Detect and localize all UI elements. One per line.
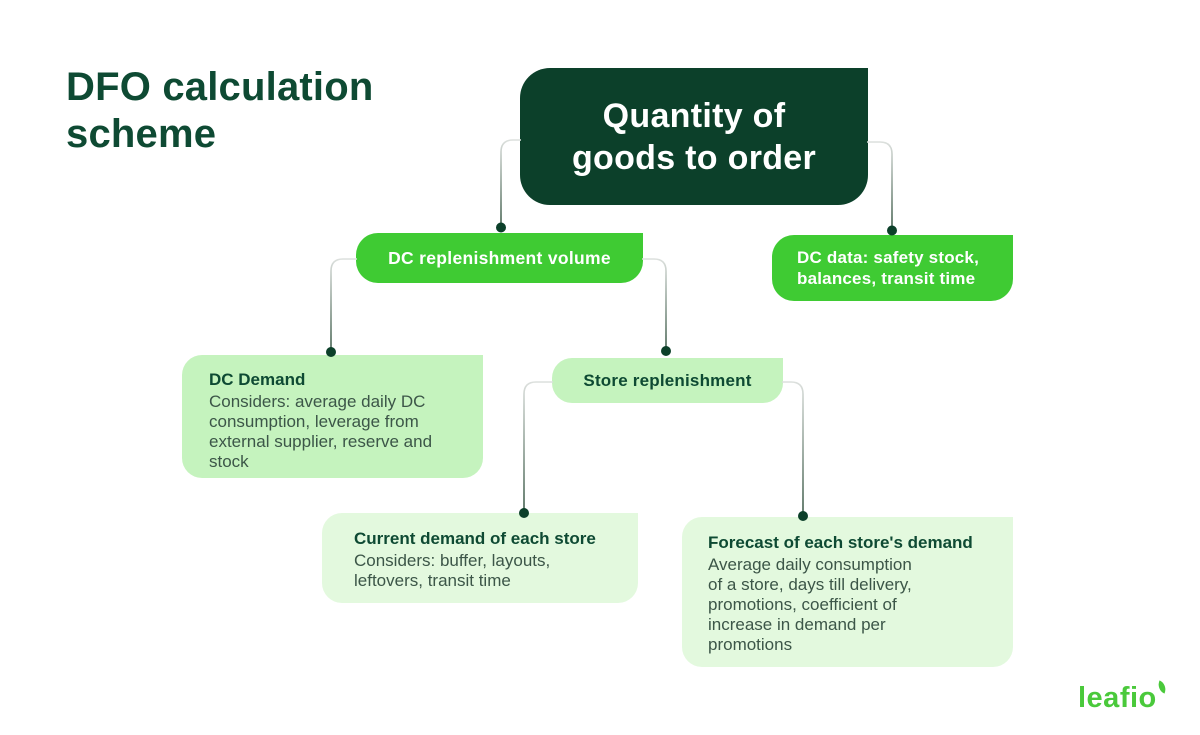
connector-root-to-dc-volume bbox=[500, 139, 521, 223]
node-dc-data: DC data: safety stock, balances, transit… bbox=[772, 235, 1013, 301]
connector-dot-dc-volume bbox=[496, 222, 506, 233]
leaf-icon bbox=[1155, 680, 1169, 694]
leafio-logo: leafio bbox=[1078, 680, 1169, 715]
node-store-replenishment: Store replenishment bbox=[552, 358, 783, 403]
connector-store-to-forecast bbox=[782, 381, 804, 512]
node-dc-replenishment-volume: DC replenishment volume bbox=[356, 233, 643, 283]
node-store-replenishment-label: Store replenishment bbox=[583, 370, 752, 390]
node-forecast-demand-title: Forecast of each store's demand bbox=[708, 533, 973, 552]
connector-root-to-dc-data bbox=[867, 141, 893, 226]
node-dc-replenishment-volume-label: DC replenishment volume bbox=[388, 247, 611, 268]
node-current-demand-body: Considers: buffer, layouts, leftovers, t… bbox=[354, 551, 551, 590]
leafio-logo-text: leafio bbox=[1078, 682, 1157, 714]
connector-store-to-current-demand bbox=[523, 381, 553, 509]
node-dc-demand: DC Demand Considers: average daily DC co… bbox=[182, 355, 483, 478]
node-forecast-demand: Forecast of each store's demand Average … bbox=[682, 517, 1013, 667]
node-dc-demand-title: DC Demand bbox=[209, 370, 306, 389]
node-current-demand-title: Current demand of each store bbox=[354, 529, 596, 548]
page-title: DFO calculation scheme bbox=[66, 65, 374, 156]
node-dc-demand-body: Considers: average daily DC consumption,… bbox=[209, 392, 433, 471]
node-forecast-demand-body: Average daily consumption of a store, da… bbox=[708, 555, 912, 654]
node-quantity-of-goods: Quantity of goods to order bbox=[520, 68, 868, 205]
connector-volume-to-dc-demand bbox=[330, 258, 357, 348]
node-dc-data-label: DC data: safety stock, balances, transit… bbox=[797, 248, 980, 288]
node-quantity-of-goods-label: Quantity of goods to order bbox=[571, 96, 817, 177]
connector-volume-to-store bbox=[642, 258, 667, 347]
node-current-demand: Current demand of each store Considers: … bbox=[322, 513, 638, 603]
connector-dot-store bbox=[661, 346, 671, 356]
connector-dot-dc-data bbox=[887, 225, 897, 236]
